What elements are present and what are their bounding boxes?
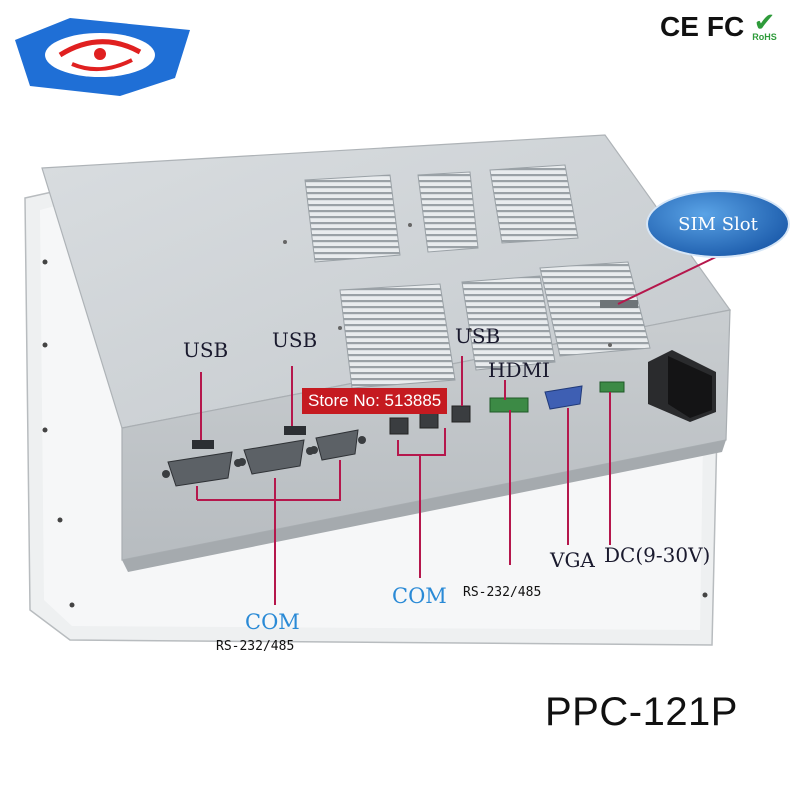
usb-label-middle: USB [272, 328, 318, 352]
ce-mark: CE [660, 11, 699, 42]
com-port-right [310, 429, 366, 461]
com-port-middle [238, 439, 314, 475]
terminal-block [489, 397, 529, 413]
vga-port [544, 385, 583, 410]
dc-label: DC(9-30V) [604, 543, 711, 567]
com-label-left: COM [245, 610, 300, 634]
hdmi-label: HDMI [488, 358, 550, 382]
callout-lines [196, 254, 721, 605]
brand-logo [15, 18, 190, 96]
bezel-screws [42, 259, 708, 608]
com-left-standard: RS-232/485 [216, 639, 295, 654]
rohs-mark: ✔ RoHS [752, 6, 777, 43]
rear-bracket [648, 350, 716, 422]
certification-marks: CE FC ✔ RoHS [660, 6, 777, 44]
usb-label-right: USB [455, 324, 501, 348]
usb-label-left: USB [183, 338, 229, 362]
heatsink-vents [283, 164, 651, 389]
com-label-middle: COM [392, 584, 447, 608]
com-middle-standard: RS-232/485 [463, 585, 542, 600]
sim-slot-callout: SIM Slot [648, 192, 788, 256]
dc-connector [599, 381, 625, 393]
usb-ports [192, 405, 471, 449]
vga-label: VGA [550, 548, 595, 572]
check-icon: ✔ [753, 6, 776, 37]
sim-slot-label: SIM Slot [678, 213, 758, 235]
fc-mark: FC [706, 11, 745, 42]
model-name: PPC-121P [545, 690, 738, 734]
store-watermark: Store No: 513885 [302, 388, 448, 414]
